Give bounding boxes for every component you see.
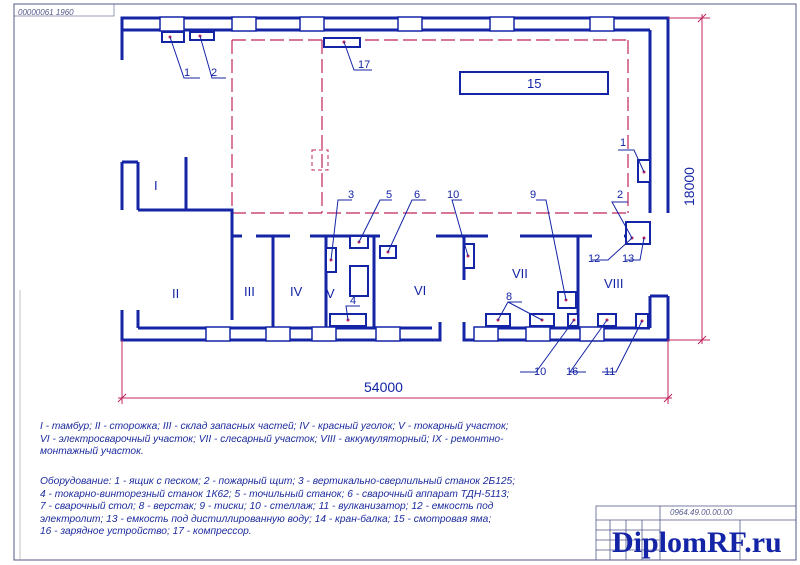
room-label-VII: VII [512,266,528,281]
sheet-frame [13,3,797,561]
label-8: 8 [506,291,512,303]
equipment-number-labels: 1 2 17 15 1 2 12 13 3 5 6 4 10 9 8 10 16… [184,59,634,378]
label-10b: 10 [534,366,546,378]
label-3: 3 [348,189,354,201]
label-15: 15 [527,76,541,91]
room-label-IV: IV [290,284,303,299]
label-1-right: 1 [620,137,626,149]
windows [159,16,615,342]
legend-equipment: Оборудование: 1 - ящик с песком; 2 - пож… [40,476,640,539]
label-17: 17 [358,59,370,71]
leader-lines [169,35,645,373]
compressor [323,37,361,48]
crane-beam [231,39,629,214]
dimension-height: 18000 [681,167,697,206]
room-label-V: V [326,286,335,301]
watermark-logo: DiplomRF.ru [612,526,782,559]
legend-equip-line-1: Оборудование: 1 - ящик с песком; 2 - пож… [40,476,516,487]
label-16: 16 [566,366,578,378]
legend-equip-line-3: 7 - сварочный стол; 8 - верстак; 9 - тис… [40,501,494,513]
label-4: 4 [350,295,356,307]
room-label-I: I [154,178,158,193]
room-label-II: II [172,286,179,301]
label-9: 9 [530,189,536,201]
legend-rooms-line-2: VI - электросварочный участок; VII - сле… [40,433,504,445]
doc-code-box [13,3,115,17]
fire-shield-left [189,31,215,41]
legend-equip-line-5: 16 - зарядное устройство; 17 - компрессо… [40,526,252,538]
title-block [595,505,797,561]
legend-equip-line-4: электролит; 13 - емкость под дистиллиров… [40,513,492,525]
legend-rooms-line-1: I - тамбур; II - сторожка; III - склад з… [40,421,509,432]
sand-box-left [161,31,185,43]
label-11: 11 [604,366,615,378]
label-10: 10 [447,189,459,201]
walls [120,16,670,342]
document-code: 00000061 1960 [18,8,74,17]
label-2-right: 2 [617,189,623,201]
crane-hoist [311,149,329,171]
label-6: 6 [414,189,420,201]
legend-rooms-line-3: монтажный участок. [40,446,144,458]
lathe [349,265,369,297]
label-2: 2 [211,67,217,79]
label-13: 13 [622,253,634,265]
dimension-lines [117,13,710,404]
label-1: 1 [184,67,190,79]
legend-equip-line-2: 4 - токарно-винторезный станок 1К62; 5 -… [40,488,510,500]
room-label-III: III [244,284,255,299]
room-label-VI: VI [414,283,426,298]
label-5: 5 [386,189,392,201]
label-12: 12 [588,253,600,265]
drawing-code: 0964.49.00.00.00 [670,508,733,517]
room-labels: I II III IV V VI VII VIII [154,178,624,301]
room-label-VIII: VIII [604,276,624,291]
dimension-width: 54000 [364,379,403,395]
inspection-pit [459,71,609,95]
legend-rooms: I - тамбур; II - сторожка; III - склад з… [40,421,640,459]
